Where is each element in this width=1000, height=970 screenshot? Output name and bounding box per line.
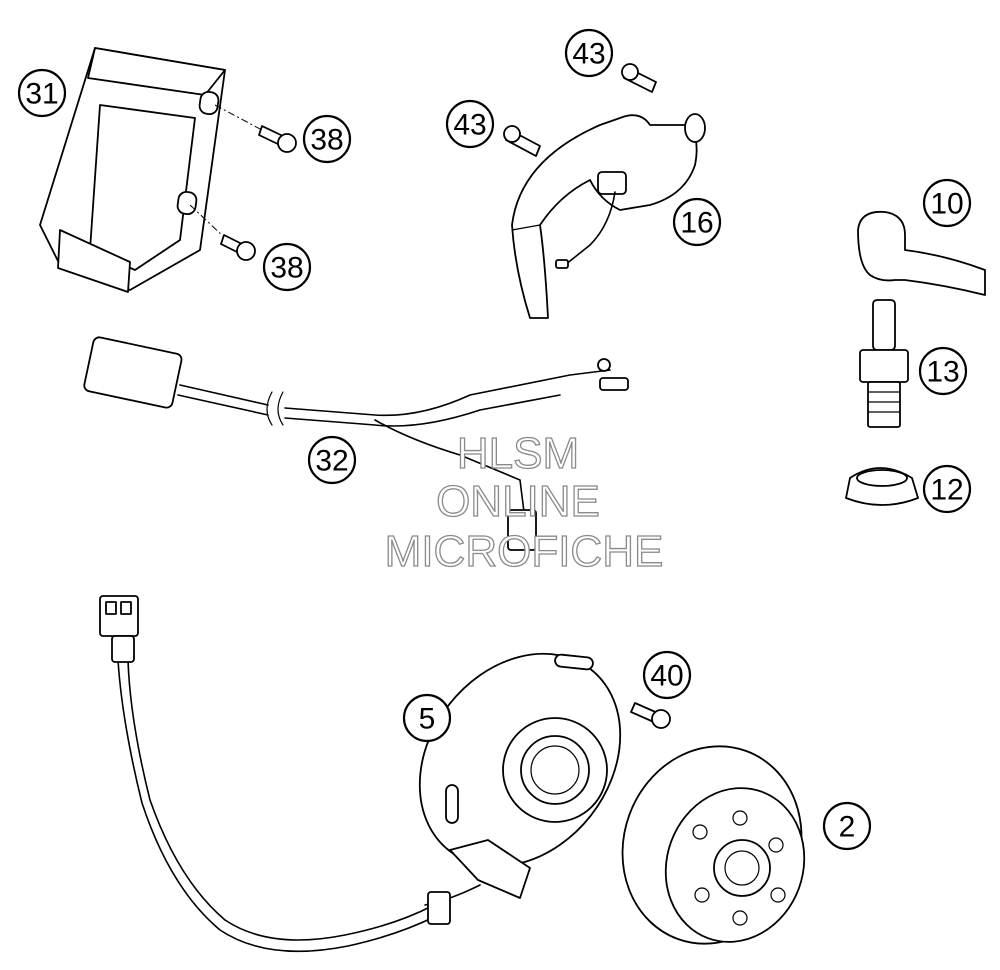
callout-number: 31 — [25, 78, 58, 111]
bolt-38-lower-drawing — [220, 234, 256, 261]
callout-number: 43 — [453, 109, 486, 142]
callout-circle — [642, 650, 692, 700]
callout-circle — [564, 28, 614, 78]
callout-number: 13 — [926, 356, 959, 389]
stator-wire-drawing — [99, 595, 451, 953]
callout-circle — [302, 114, 352, 164]
bolt-43-upper-drawing — [621, 63, 657, 93]
callout-circle — [922, 464, 972, 514]
callout-38a: 38 — [302, 114, 352, 164]
callout-13: 13 — [918, 346, 968, 396]
callout-circle — [402, 693, 452, 743]
rotor-drawing — [621, 745, 806, 945]
watermark-line-3: MICROFICHE — [385, 527, 664, 576]
callout-circle — [822, 801, 872, 851]
spark-plug-drawing — [859, 299, 909, 428]
callout-number: 16 — [680, 207, 713, 240]
callout-layer: 31 38 38 43 43 16 10 13 12 32 40 5 2 — [17, 28, 972, 851]
bolt-40-drawing — [630, 702, 671, 729]
stator-drawing — [418, 652, 622, 906]
seal-cap-drawing — [845, 467, 919, 506]
callout-2: 2 — [822, 801, 872, 851]
callout-number: 12 — [930, 474, 963, 507]
callout-number: 10 — [930, 188, 963, 221]
callout-circle — [307, 435, 357, 485]
watermark-line-1: HLSM — [457, 429, 579, 478]
callout-circle — [17, 68, 67, 118]
callout-38b: 38 — [262, 242, 312, 292]
watermark-line-2: ONLINE — [436, 477, 600, 526]
callout-31: 31 — [17, 68, 67, 118]
callout-number: 32 — [315, 445, 348, 478]
callout-circle — [918, 346, 968, 396]
callout-number: 40 — [650, 660, 683, 693]
ignition-coil-drawing — [511, 113, 706, 319]
cdi-unit-drawing — [39, 47, 263, 293]
callout-5: 5 — [402, 693, 452, 743]
callout-32: 32 — [307, 435, 357, 485]
callout-43a: 43 — [564, 28, 614, 78]
callout-12: 12 — [922, 464, 972, 514]
wiring-harness-drawing — [83, 336, 629, 551]
callout-number: 2 — [839, 811, 856, 844]
callout-number: 43 — [572, 38, 605, 71]
bolt-38-upper-drawing — [258, 125, 297, 153]
callout-number: 5 — [419, 703, 436, 736]
callout-40: 40 — [642, 650, 692, 700]
callout-number: 38 — [270, 252, 303, 285]
spark-plug-cap-drawing — [857, 210, 986, 296]
callout-10: 10 — [922, 178, 972, 228]
callout-circle — [262, 242, 312, 292]
callout-circle — [672, 197, 722, 247]
callout-circle — [445, 99, 495, 149]
callout-16: 16 — [672, 197, 722, 247]
callout-number: 38 — [310, 124, 343, 157]
callout-43b: 43 — [445, 99, 495, 149]
watermark: HLSM ONLINE MICROFICHE — [384, 428, 664, 576]
callout-circle — [922, 178, 972, 228]
bolt-43-lower-drawing — [503, 125, 541, 157]
